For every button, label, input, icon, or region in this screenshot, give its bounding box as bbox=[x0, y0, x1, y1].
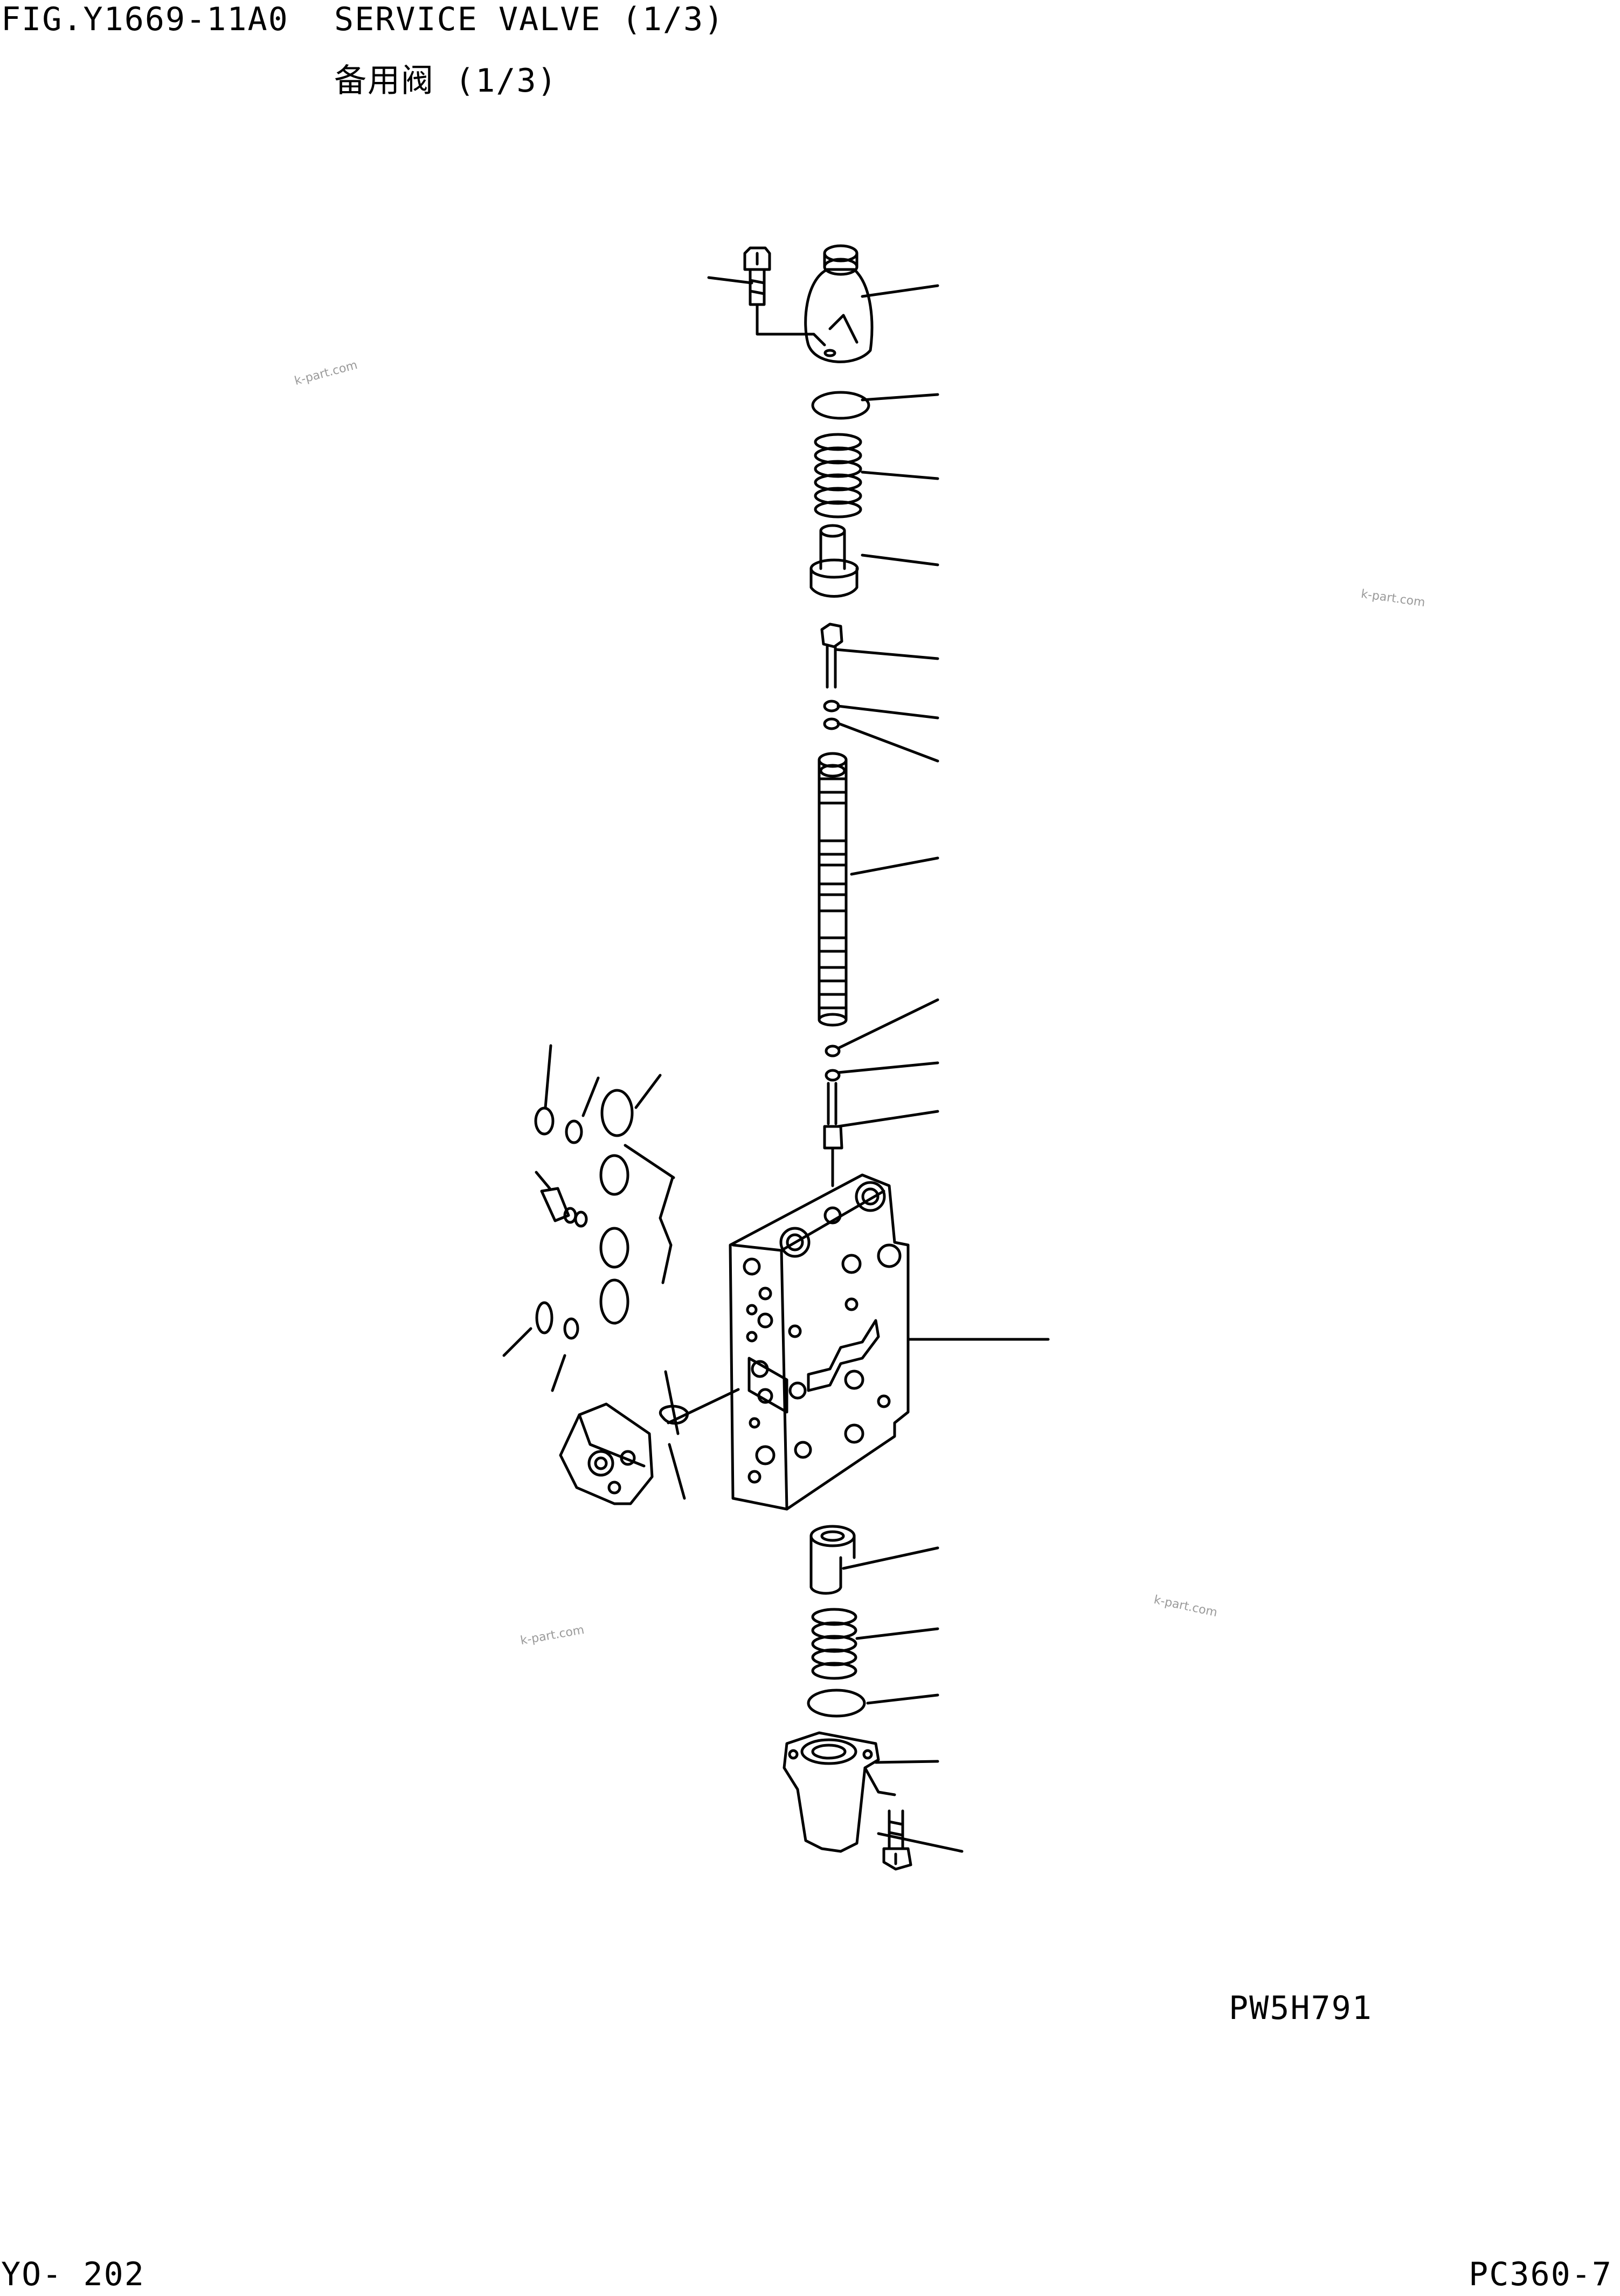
plug bbox=[825, 1126, 842, 1186]
spring bbox=[815, 434, 861, 517]
cap-bolt bbox=[745, 248, 825, 345]
o-ring-set-left bbox=[536, 1090, 632, 1338]
small-ring bbox=[825, 701, 839, 711]
small-ring bbox=[826, 1070, 839, 1080]
lower-spring bbox=[813, 1609, 856, 1678]
spool bbox=[819, 753, 846, 1025]
drawing-code: PW5H791 bbox=[1229, 1989, 1373, 2027]
check-plug bbox=[542, 1188, 586, 1226]
leader-lines-left bbox=[504, 278, 752, 1498]
rod bbox=[828, 1083, 836, 1124]
valve-body bbox=[730, 1175, 908, 1509]
lower-cap bbox=[784, 1733, 895, 1851]
page-number: YO- 202 bbox=[1, 2256, 145, 2293]
small-ring bbox=[825, 719, 839, 729]
figure-title-cn: 备用阀 (1/3) bbox=[334, 62, 558, 100]
lower-cap-bolt bbox=[884, 1811, 911, 1869]
valve-cap bbox=[806, 246, 872, 362]
figure-id: FIG.Y1669-11A0 bbox=[1, 1, 289, 38]
leader-lines-right bbox=[835, 286, 1048, 1851]
spring-retainer bbox=[811, 525, 857, 597]
stopper-pin bbox=[822, 624, 842, 687]
small-ring bbox=[826, 1046, 839, 1056]
machine-model: PC360-7 bbox=[1469, 2256, 1612, 2293]
figure-title-en: SERVICE VALVE (1/3) bbox=[334, 1, 725, 38]
lower-o-ring bbox=[808, 1690, 864, 1716]
side-flange bbox=[560, 1404, 687, 1504]
lower-spring-retainer bbox=[811, 1526, 854, 1593]
o-ring bbox=[813, 392, 869, 418]
